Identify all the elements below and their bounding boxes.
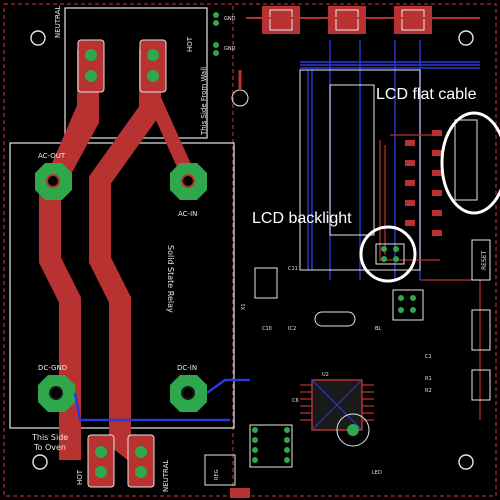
pad xyxy=(95,446,107,458)
label-gnd: GND xyxy=(224,16,236,22)
pad xyxy=(95,466,107,478)
terminal-pad xyxy=(127,434,155,488)
pad xyxy=(147,70,159,82)
pad xyxy=(135,466,147,478)
pad xyxy=(85,49,97,61)
label-dc-gnd: DC-GND xyxy=(38,364,67,372)
push-button xyxy=(328,6,366,34)
potentiometer xyxy=(336,413,370,447)
annotation-lcd-flat-cable: LCD flat cable xyxy=(376,86,477,103)
relay-pad-dc-in xyxy=(170,375,207,412)
callout-circle-backlight xyxy=(359,225,417,283)
pad xyxy=(135,446,147,458)
label-reg: REG xyxy=(214,469,220,480)
lcd-window xyxy=(329,84,375,236)
push-button xyxy=(262,6,300,34)
label-bl: BL xyxy=(375,326,381,332)
label-r2: R2 xyxy=(425,388,432,394)
label-ac-out: AC-OUT xyxy=(38,152,66,160)
led xyxy=(230,488,250,498)
mounting-hole xyxy=(458,30,474,46)
label-neutral-bottom: NEUTRAL xyxy=(162,460,170,492)
label-this-side: This Side xyxy=(31,433,68,442)
dip-chip xyxy=(249,424,293,468)
label-x1: X1 xyxy=(241,303,247,310)
push-button xyxy=(394,6,432,34)
label-r1: R1 xyxy=(425,376,432,382)
label-ic2: IC2 xyxy=(288,326,296,332)
label-u2: U2 xyxy=(322,372,329,378)
relay-pad-ac-out xyxy=(35,163,72,200)
dc-trace xyxy=(206,378,250,395)
label-hot-top: HOT xyxy=(186,36,194,52)
terminal-pad xyxy=(77,39,105,93)
backlight-pads xyxy=(375,243,405,265)
label-c11: C11 xyxy=(288,266,298,272)
lcd-outline xyxy=(299,69,421,271)
mounting-hole xyxy=(458,454,474,470)
mounting-hole xyxy=(30,30,46,46)
crystal xyxy=(314,311,356,327)
label-ac-in: AC-IN xyxy=(178,210,197,218)
flat-cable-connector xyxy=(454,119,478,201)
pad xyxy=(147,49,159,61)
callout-circle-flat-cable xyxy=(440,111,500,215)
label-this-side-from-wall: This Side From Wall xyxy=(200,67,208,136)
regulator xyxy=(254,267,278,299)
pad xyxy=(85,70,97,82)
ac-trace-hot xyxy=(89,50,161,469)
label-reset: RESET xyxy=(481,250,488,270)
annotation-lcd-backlight: LCD backlight xyxy=(252,210,352,227)
mounting-hole xyxy=(32,454,48,470)
terminal-pad xyxy=(87,434,115,488)
label-hot-bottom: HOT xyxy=(76,469,84,485)
reg-outline xyxy=(204,454,236,486)
label-neutral-top: NEUTRAL xyxy=(54,6,62,38)
label-c10: C10 xyxy=(262,326,272,332)
label-c6: C6 xyxy=(292,398,299,404)
dc-trace xyxy=(73,392,230,422)
label-led: LED xyxy=(372,470,382,476)
terminal-pad xyxy=(139,39,167,93)
pin-header xyxy=(392,289,424,321)
label-solid-state-relay: Solid State Relay xyxy=(166,245,175,313)
label-c1: C1 xyxy=(425,354,432,360)
relay-pad-ac-in xyxy=(170,163,207,200)
label-dc-in: DC-IN xyxy=(177,364,197,372)
label-to-oven: To Oven xyxy=(33,443,66,452)
relay-pad-dc-gnd xyxy=(38,375,75,412)
label-gnd: GND xyxy=(224,46,236,52)
